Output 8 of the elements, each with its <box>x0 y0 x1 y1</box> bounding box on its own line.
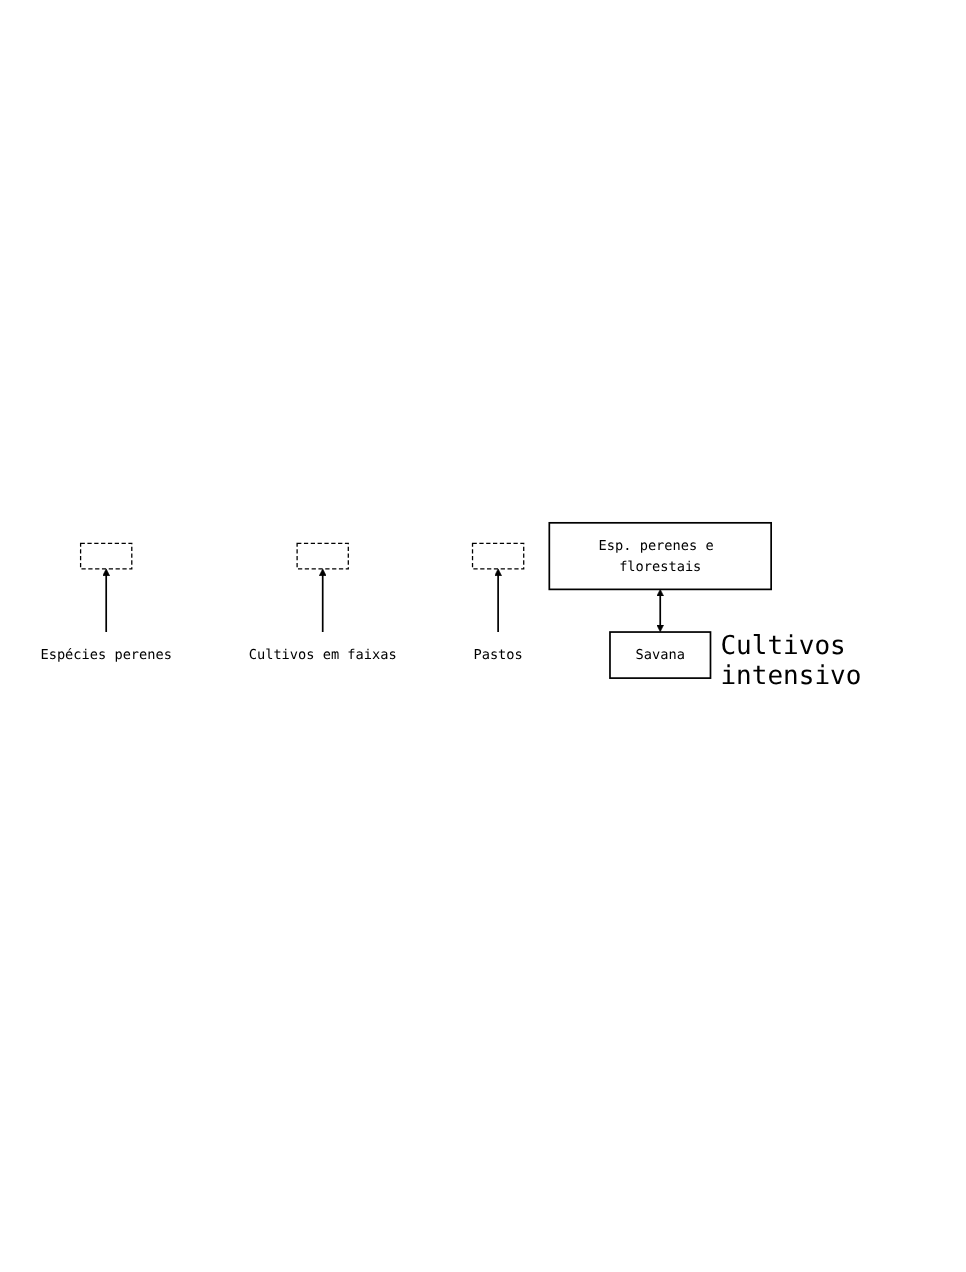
node-caption: Cultivos intensivo <box>720 631 864 694</box>
arrow <box>318 568 327 633</box>
arrow <box>102 568 110 633</box>
arrow <box>656 588 664 632</box>
node-box <box>471 542 525 570</box>
node-box <box>79 542 133 570</box>
arrow <box>494 568 502 633</box>
node-box <box>296 542 349 570</box>
